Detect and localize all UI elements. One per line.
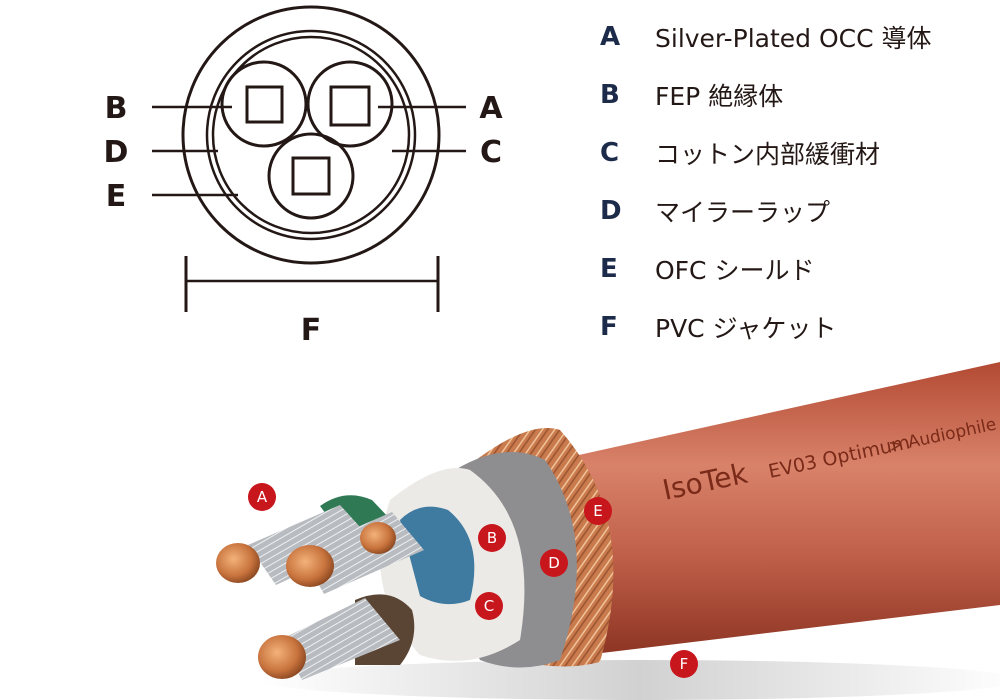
legend-item-e: E OFC シールド <box>600 240 990 298</box>
conductor-square-bottom <box>291 156 331 196</box>
badge-e: E <box>584 497 612 525</box>
legend-text: コットン内部緩衝材 <box>655 140 881 169</box>
conductor-square-b <box>245 85 284 124</box>
svg-text:B: B <box>487 529 497 547</box>
cs-label-b: B <box>105 91 128 126</box>
shield-ring-outer <box>205 29 417 241</box>
copper-end-1 <box>216 543 260 583</box>
legend-letter: D <box>600 196 622 226</box>
svg-text:F: F <box>680 655 689 673</box>
badge-d: D <box>540 549 568 577</box>
insulator-circle-b <box>220 60 308 148</box>
svg-text:C: C <box>484 597 494 615</box>
legend-letter: A <box>600 22 621 52</box>
cs-label-f: F <box>301 313 322 348</box>
cs-label-d: D <box>104 135 129 170</box>
copper-end-4 <box>258 635 306 679</box>
legend-letter: E <box>600 254 618 284</box>
legend-item-d: D マイラーラップ <box>600 182 990 240</box>
svg-text:E: E <box>593 502 602 520</box>
legend-text: OFC シールド <box>655 256 815 285</box>
badge-c: C <box>475 592 503 620</box>
outer-jacket-ring <box>181 5 441 265</box>
legend-item-f: F PVC ジャケット <box>600 298 990 356</box>
legend-letter: B <box>600 80 620 110</box>
legend-text: Silver-Plated OCC 導体 <box>655 24 932 53</box>
legend-item-b: B FEP 絶縁体 <box>600 66 990 124</box>
copper-end-3 <box>360 522 396 554</box>
legend: A Silver-Plated OCC 導体 B FEP 絶縁体 C コットン内… <box>600 8 990 356</box>
copper-end-2 <box>286 545 334 587</box>
insulator-circle-bottom <box>267 132 355 220</box>
legend-item-c: C コットン内部緩衝材 <box>600 124 990 182</box>
shield-ring-inner <box>211 35 411 235</box>
cs-label-c: C <box>480 135 502 170</box>
blue-insulator <box>400 506 475 605</box>
badge-a: A <box>248 483 276 511</box>
cable-shadow <box>260 660 1000 700</box>
badge-b: B <box>478 524 506 552</box>
cs-label-e: E <box>106 179 127 214</box>
strand-bundle-3 <box>280 598 400 680</box>
legend-letter: C <box>600 138 620 168</box>
cable-photo: IsoTek EV03 Optimum > Audiophile Grade <box>216 362 1000 700</box>
legend-item-a: A Silver-Plated OCC 導体 <box>600 8 990 66</box>
svg-text:D: D <box>548 554 560 572</box>
legend-text: PVC ジャケット <box>655 314 837 343</box>
outer-jacket <box>520 362 1000 658</box>
legend-letter: F <box>600 312 618 342</box>
cross-section-diagram <box>152 5 466 312</box>
svg-text:A: A <box>257 488 268 506</box>
insulator-circle-a <box>306 60 394 148</box>
badge-f: F <box>670 650 698 678</box>
legend-text: FEP 絶縁体 <box>655 82 784 111</box>
cs-label-a: A <box>479 91 503 126</box>
legend-text: マイラーラップ <box>655 198 831 227</box>
conductor-square-a <box>329 85 371 127</box>
